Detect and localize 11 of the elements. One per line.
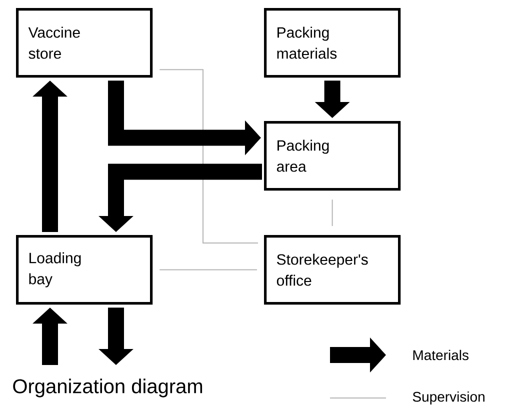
supervision-line [159, 69, 258, 244]
process-box: Packing materials [264, 8, 401, 78]
supervision-line [159, 269, 258, 270]
process-box: Vaccine store [16, 8, 153, 78]
process-box: Storekeeper's office [264, 235, 401, 305]
legend-label: Materials [413, 350, 468, 360]
legend-label: Supervision [412, 391, 484, 405]
process-box: Packing area [264, 121, 401, 191]
supervision-line [332, 199, 333, 226]
process-box: Loading bay [16, 235, 153, 305]
caption: Organization diagram [13, 378, 202, 398]
